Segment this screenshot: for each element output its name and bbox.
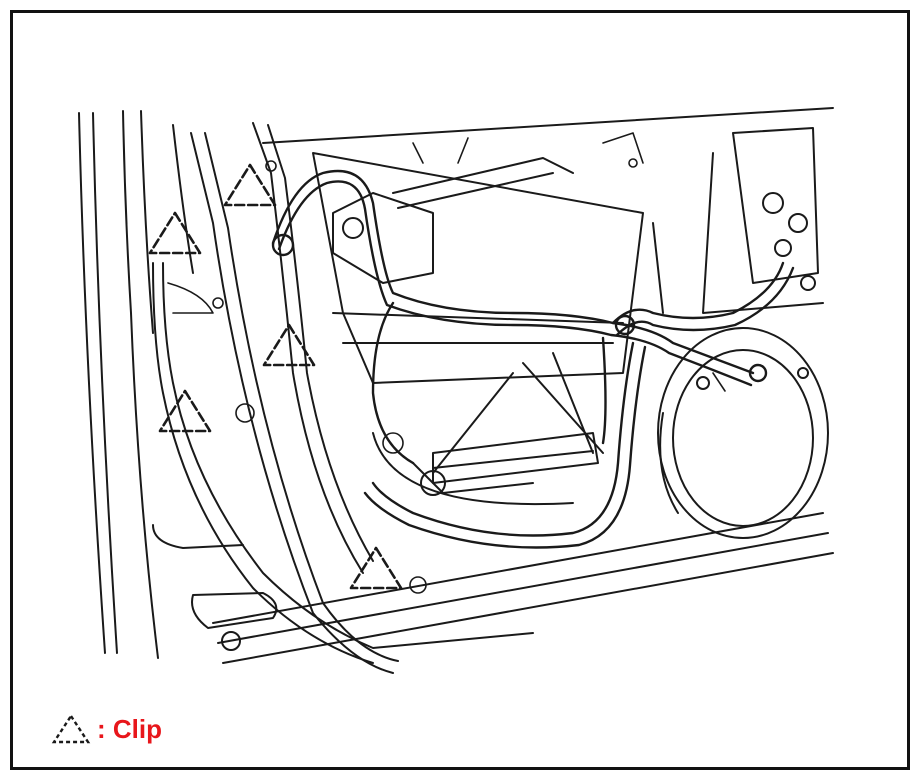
clip-triangle-icon: [148, 211, 202, 255]
legend: : Clip: [51, 713, 162, 745]
latch-area: [652, 127, 824, 314]
inner-panel: [262, 107, 834, 506]
clip-triangle-icon: [158, 389, 212, 433]
door-wiring-diagram: [78, 107, 834, 674]
regulator-motor: [332, 157, 574, 284]
figure-frame: : Clip: [10, 10, 910, 770]
panel-details: [167, 132, 726, 594]
clip-triangle-icon: [262, 323, 316, 367]
speaker: [657, 327, 829, 539]
clip-triangle-icon: [51, 713, 91, 744]
clip-markers: [148, 163, 403, 590]
door-sill: [152, 512, 834, 664]
legend-label: : Clip: [97, 713, 162, 744]
clip-triangle-icon: [349, 546, 403, 590]
clip-triangle-icon: [223, 163, 277, 207]
wiring-harness: [271, 169, 795, 549]
door-frame-lines: [78, 110, 534, 674]
